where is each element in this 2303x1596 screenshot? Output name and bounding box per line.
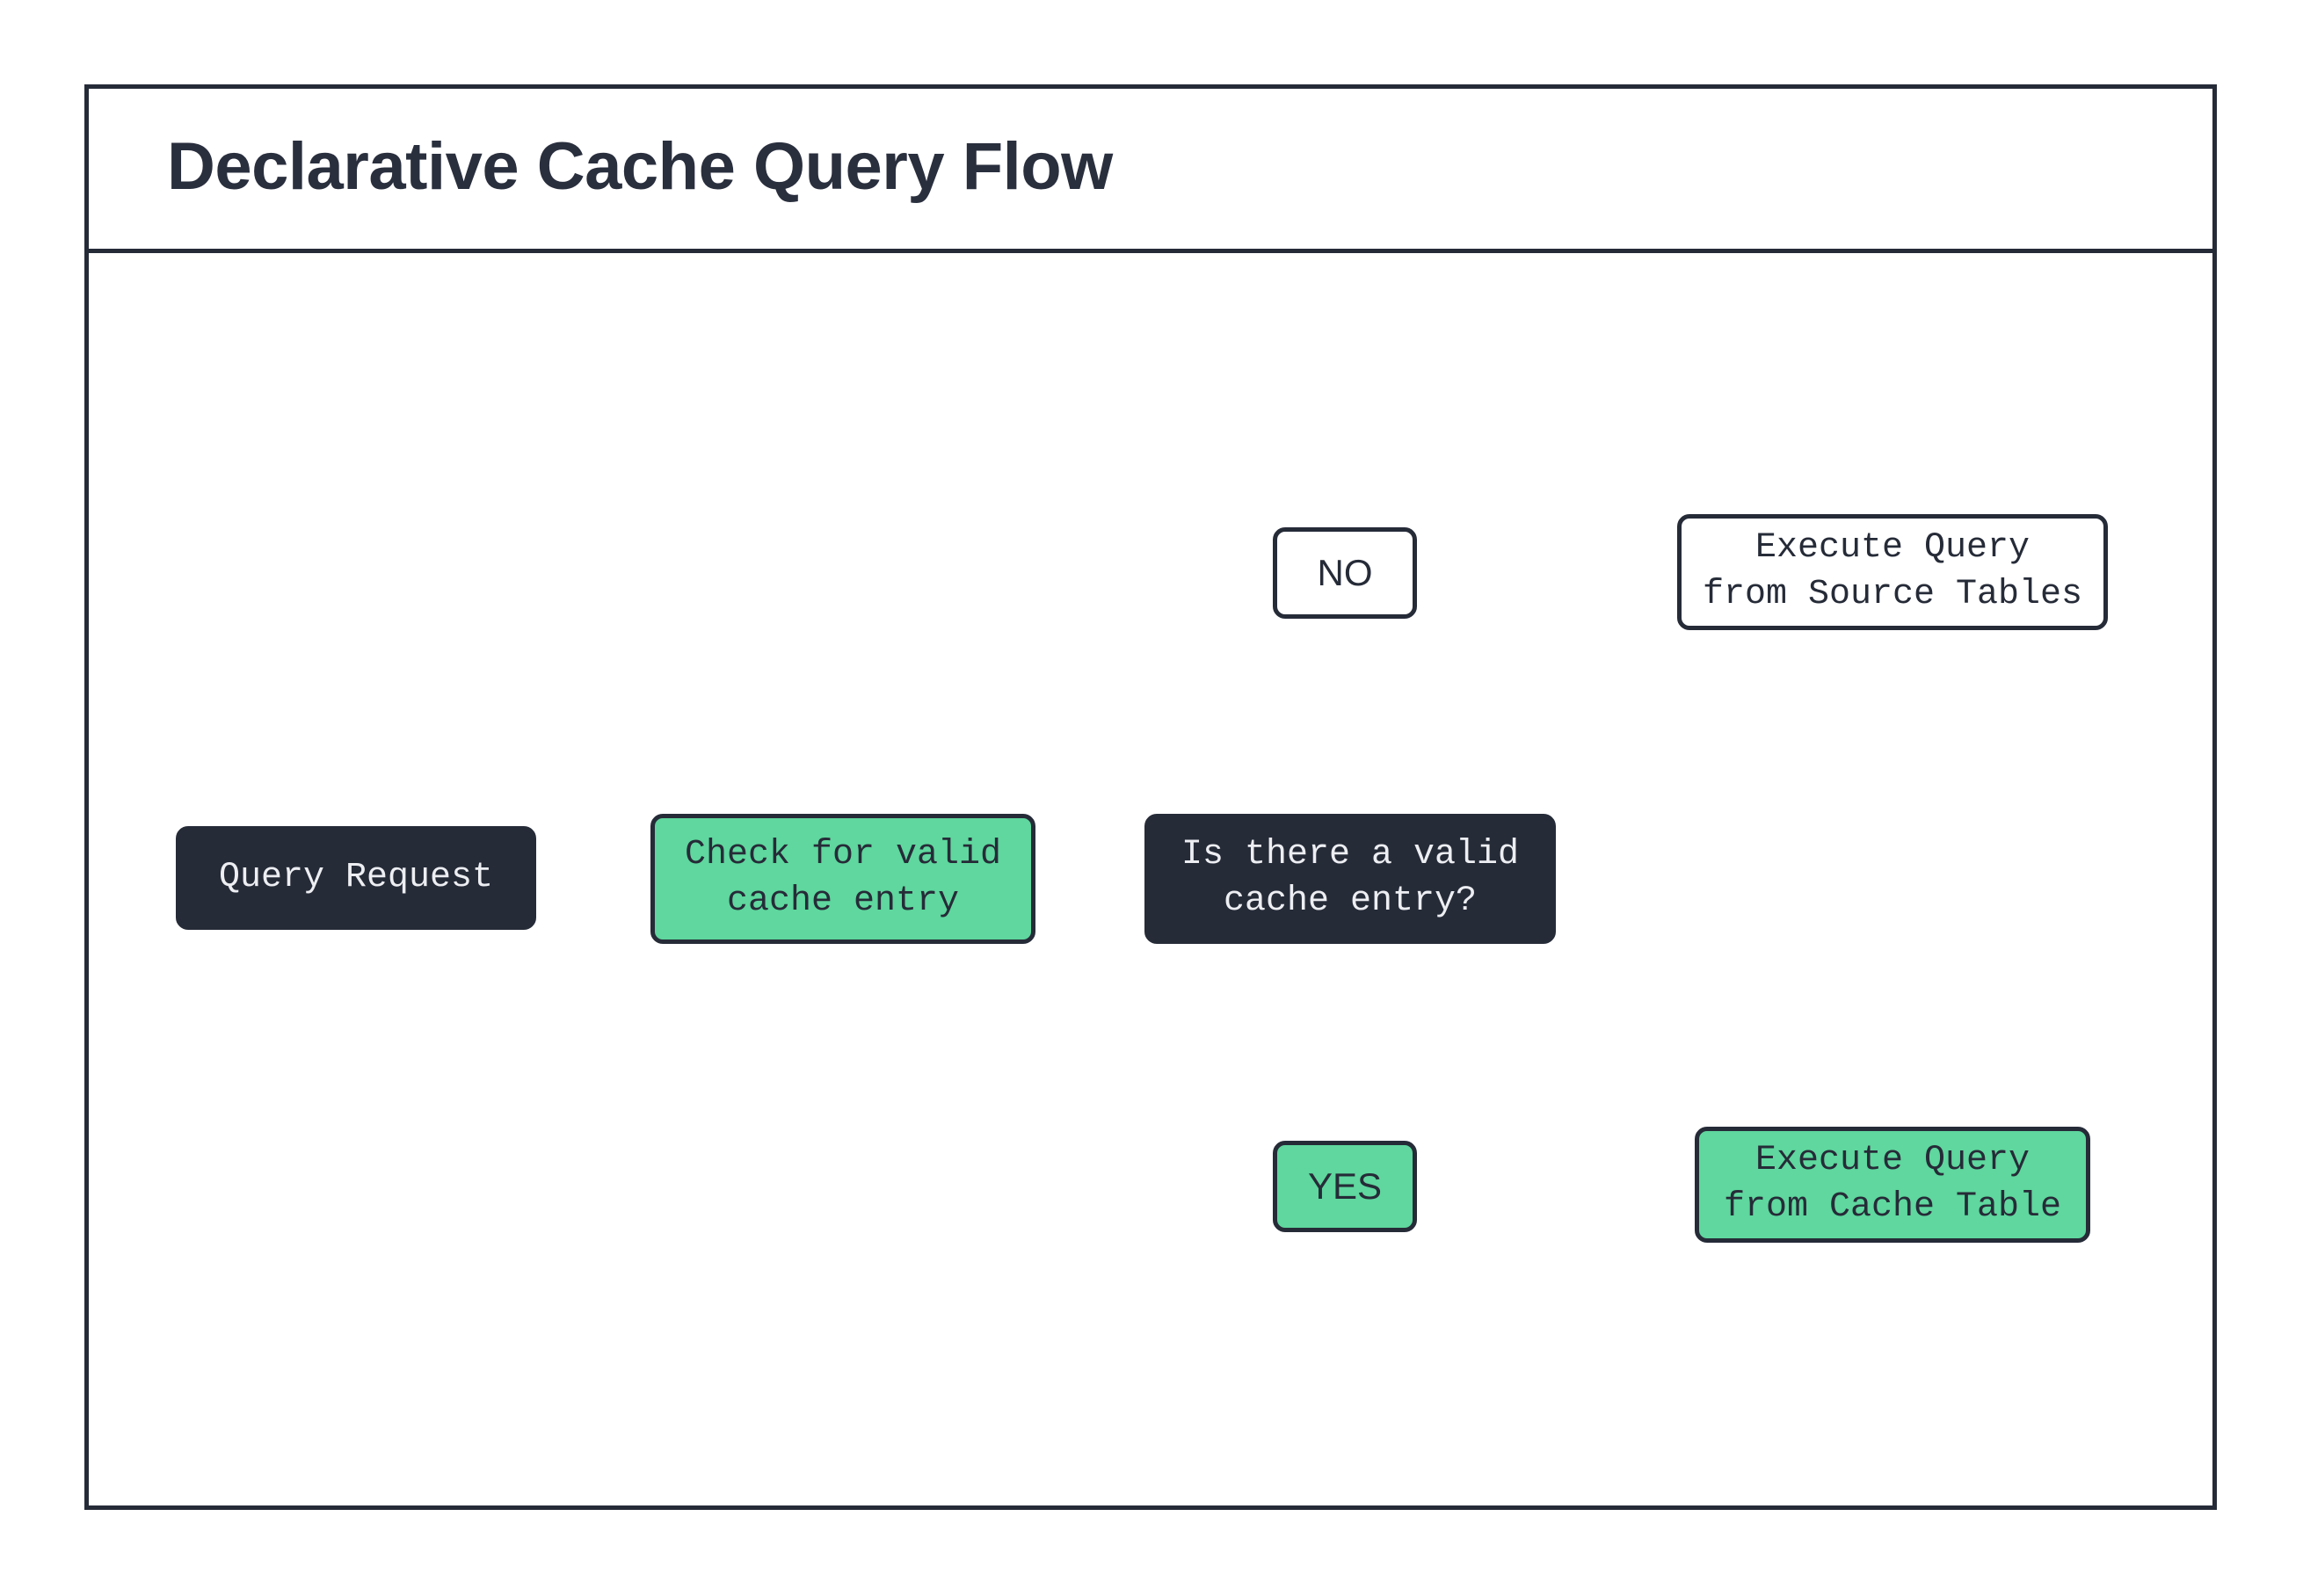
node-check-for-valid-cache-entry[interactable]: Check for valid cache entry (650, 814, 1035, 944)
branch-label-yes[interactable]: YES (1273, 1141, 1417, 1232)
node-execute-query-from-source-tables[interactable]: Execute Query from Source Tables (1677, 514, 2108, 630)
page-title: Declarative Cache Query Flow (167, 129, 1113, 204)
node-execute-query-from-cache-table[interactable]: Execute Query from Cache Table (1695, 1127, 2090, 1243)
node-decision-valid-cache-entry[interactable]: Is there a valid cache entry? (1144, 814, 1556, 944)
title-bar: Declarative Cache Query Flow (84, 84, 2217, 253)
diagram-frame (84, 84, 2217, 1510)
branch-label-no[interactable]: NO (1273, 527, 1417, 619)
node-query-request[interactable]: Query Request (176, 826, 536, 930)
